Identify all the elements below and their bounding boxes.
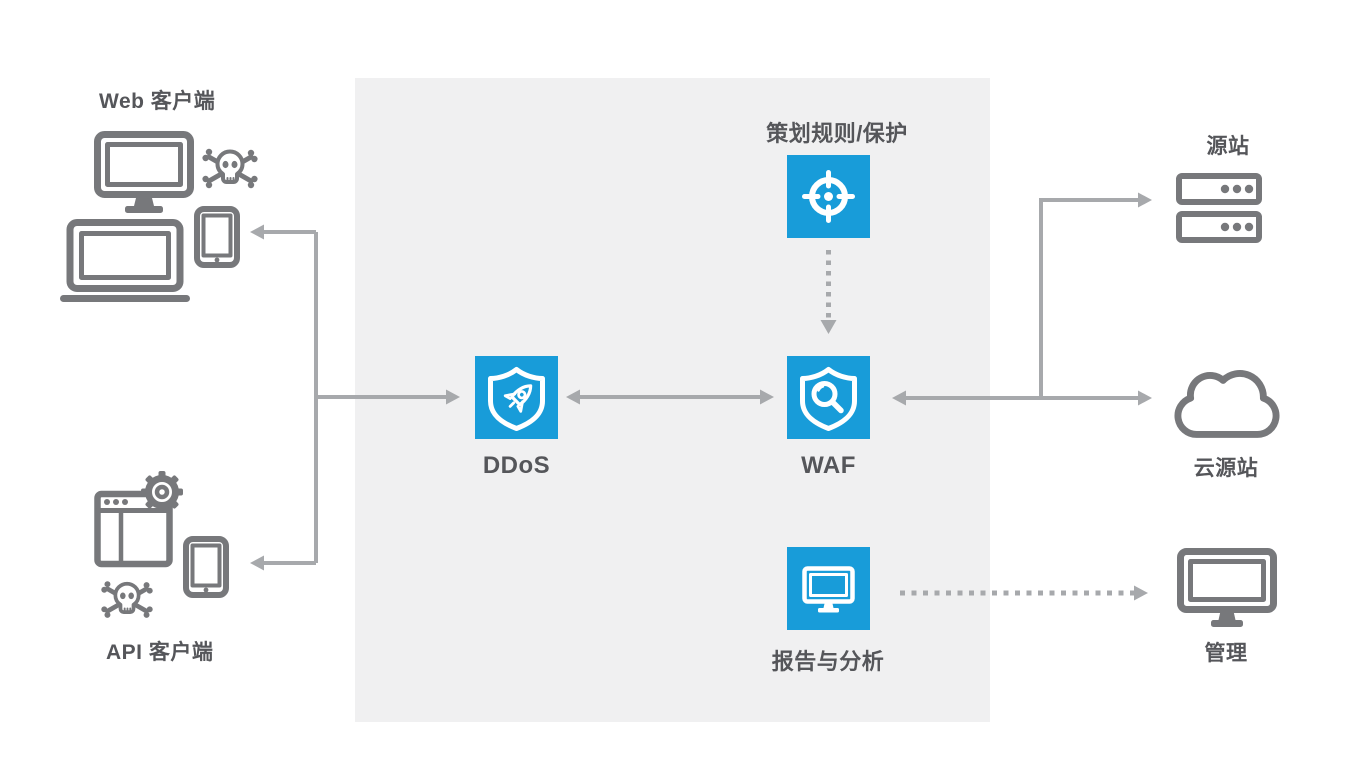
- desktop-monitor-icon: [94, 131, 194, 213]
- cloud-icon: [1174, 369, 1280, 438]
- tablet-icon: [194, 206, 240, 268]
- web-client-label: Web 客户端: [99, 90, 216, 113]
- target-crosshair-icon: [802, 170, 855, 223]
- browser-gear-icon: [94, 471, 183, 568]
- cloud-origin-label: 云源站: [1193, 457, 1259, 480]
- server-stack-icon: [1176, 173, 1262, 243]
- skull-crossbones-icon: [101, 581, 153, 618]
- skull-crossbones-icon: [202, 148, 258, 189]
- protection-zone-panel: [355, 78, 990, 722]
- monitor-icon: [1177, 548, 1277, 627]
- management-label: 管理: [1204, 642, 1248, 665]
- tablet-icon: [183, 536, 229, 598]
- shield-rocket-icon: [488, 367, 545, 431]
- waf-tile: [787, 356, 870, 439]
- policy-tile: [787, 155, 870, 238]
- api-client-label: API 客户端: [106, 641, 214, 664]
- waf-label: WAF: [801, 452, 856, 479]
- origin-label: 源站: [1206, 135, 1250, 158]
- policy-label: 策划规则/保护: [766, 121, 908, 146]
- laptop-icon: [60, 219, 190, 302]
- reporting-tile: [787, 547, 870, 630]
- shield-magnifier-icon: [800, 367, 857, 431]
- ddos-label: DDoS: [482, 452, 551, 479]
- monitor-icon: [802, 566, 855, 613]
- ddos-tile: [475, 356, 558, 439]
- reporting-label: 报告与分析: [771, 649, 885, 674]
